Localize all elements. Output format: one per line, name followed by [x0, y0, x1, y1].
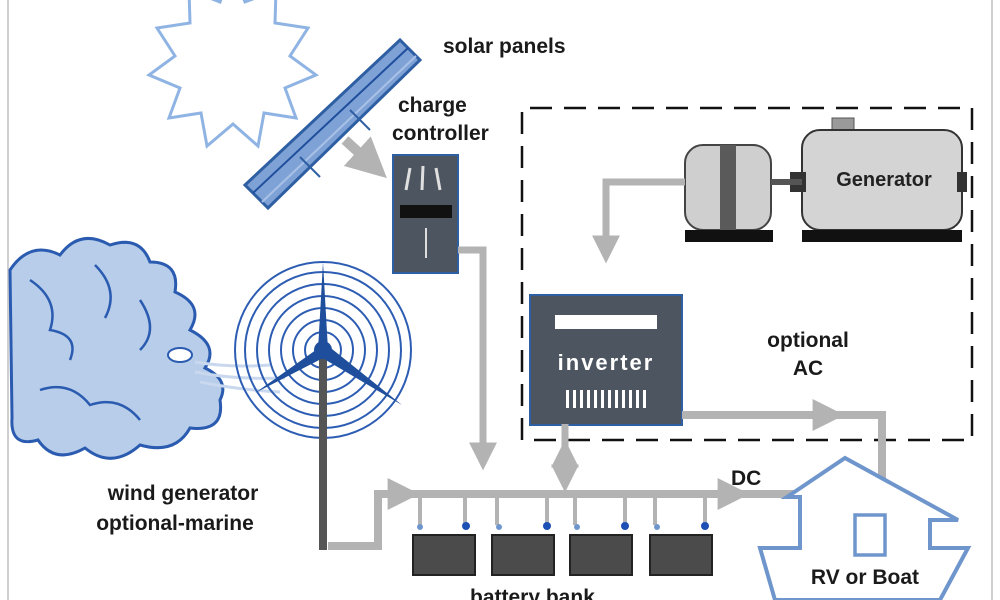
optional-ac-boundary [520, 106, 974, 442]
battery-icon [649, 522, 713, 576]
generator-label: Generator [836, 169, 932, 191]
engine-icon [684, 144, 773, 242]
optional-ac-label-line2: AC [793, 357, 823, 380]
inverter-label: inverter [558, 350, 655, 375]
optional-ac-label-line1: optional [767, 329, 849, 352]
battery-icon [412, 522, 476, 576]
battery-bank-label: battery bank [470, 586, 595, 600]
battery-icon [569, 522, 633, 576]
solar-wire [341, 136, 387, 179]
generator-wire [592, 178, 685, 264]
wind-generator-label-line2: optional-marine [96, 512, 254, 535]
ac-output-wire [682, 411, 886, 500]
battery-drops [418, 494, 707, 525]
charge-controller-label-line1: charge [398, 94, 467, 117]
wind-wire [328, 478, 420, 550]
charge-controller-device [392, 154, 459, 274]
battery-icon [491, 522, 555, 576]
wind-turbine-icon [234, 261, 412, 550]
wind-generator-label-line1: wind generator [107, 482, 259, 505]
sun-icon [145, 0, 320, 149]
rv-or-boat-label: RV or Boat [811, 566, 919, 589]
controller-wire [458, 246, 497, 471]
house-icon: RV or Boat [757, 455, 972, 600]
generator-icon: Generator [790, 117, 967, 242]
inverter-device: inverter [529, 294, 683, 426]
dc-label: DC [731, 467, 761, 490]
solar-panels-label: solar panels [443, 35, 566, 58]
wind-face-icon [8, 236, 286, 460]
charge-controller-label-line2: controller [392, 122, 489, 145]
solar-panel-icon [242, 37, 423, 211]
